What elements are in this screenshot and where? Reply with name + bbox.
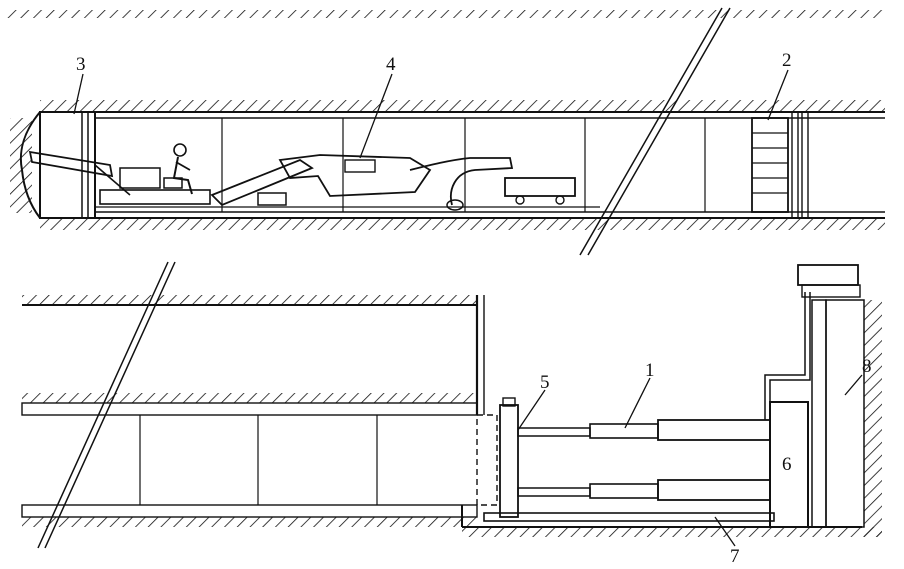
- top-ground-hatch: [6, 10, 884, 18]
- pump-unit: [797, 264, 859, 286]
- muck-car: [504, 177, 576, 197]
- callout-8: 8: [862, 356, 872, 377]
- back-wall-brick: [811, 299, 827, 528]
- leader-lines: [73, 69, 863, 547]
- main-conveyor: [278, 154, 432, 197]
- guide-rail: [483, 512, 775, 522]
- face-rock-hatch: [10, 118, 32, 213]
- pipe-top-bedding: [21, 402, 478, 416]
- surface-hatch: [22, 295, 477, 305]
- pipe-bottom-hatch: [22, 517, 477, 527]
- intermediate-jacking-station: [751, 111, 809, 219]
- break-line: [44, 261, 176, 549]
- jacking-ring: [499, 404, 519, 518]
- pipe-top-hatch: [22, 393, 477, 403]
- back-wall-fill: [825, 299, 865, 528]
- callout-1: 1: [645, 360, 655, 381]
- hydraulic-line: [764, 292, 806, 420]
- pipe-bottom-bedding: [21, 504, 478, 518]
- callout-6: 6: [782, 454, 792, 475]
- reaction-frame: [769, 401, 809, 528]
- break-line: [587, 7, 731, 256]
- hydraulic-jack-lower: [517, 479, 771, 501]
- tunnel-face-section: [6, 7, 885, 256]
- callout-7: 7: [730, 546, 740, 567]
- callout-3: 3: [76, 54, 86, 75]
- back-wall-soil-hatch: [864, 300, 882, 537]
- lower-ground-hatch: [40, 218, 885, 230]
- inclined-conveyor: [210, 158, 314, 207]
- break-line: [579, 7, 723, 256]
- upper-ground-hatch: [40, 100, 885, 112]
- pit-floor-hatch: [462, 527, 882, 537]
- operator-figure: [163, 143, 193, 195]
- callout-2: 2: [782, 50, 792, 71]
- callout-4: 4: [386, 54, 396, 75]
- break-line: [37, 261, 169, 549]
- callout-5: 5: [540, 372, 550, 393]
- hydraulic-jack-upper: [517, 419, 771, 441]
- lead-pipe: [476, 414, 498, 506]
- machine-base: [99, 189, 211, 205]
- cutter-boom: [28, 150, 114, 178]
- jacking-pit-section: [21, 261, 882, 549]
